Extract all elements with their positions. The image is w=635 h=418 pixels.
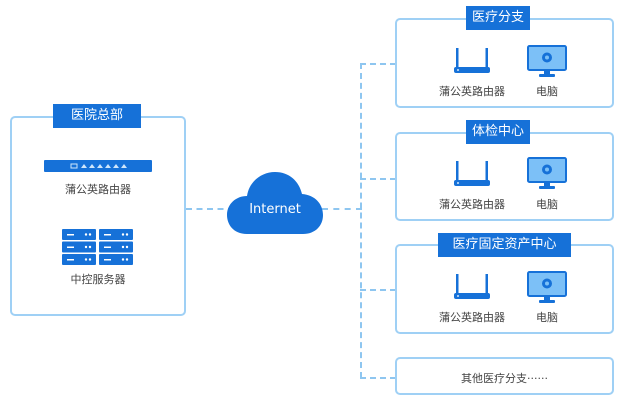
router-label: 蒲公英路由器: [439, 198, 505, 211]
other-branches-label: 其他医疗分支······: [461, 372, 548, 385]
switch-icon: [44, 160, 152, 172]
cloud-icon: [227, 172, 323, 234]
router-label: 蒲公英路由器: [439, 311, 505, 324]
connector-branch-other: [360, 377, 396, 379]
monitor-icon: [527, 271, 567, 303]
connector-branch-1: [360, 63, 396, 65]
branch-title-1: 医疗分支: [466, 6, 530, 30]
headquarters-title: 医院总部: [53, 104, 141, 128]
monitor-label: 电脑: [536, 198, 558, 211]
branch-title-2: 体检中心: [466, 120, 530, 144]
branch-box-2: [395, 132, 614, 221]
router-icon: [454, 161, 490, 186]
internet-label: Internet: [249, 202, 301, 217]
router-icon: [454, 274, 490, 299]
connector-trunk: [360, 63, 362, 378]
connector-internet-trunk: [322, 208, 362, 210]
branch-title-3: 医疗固定资产中心: [438, 233, 571, 257]
server-label: 中控服务器: [70, 273, 126, 286]
connector-branch-3: [360, 289, 396, 291]
router-icon: [454, 48, 490, 73]
server-icon: [62, 229, 133, 265]
router-label: 蒲公英路由器: [439, 85, 505, 98]
monitor-icon: [527, 157, 567, 189]
monitor-icon: [527, 45, 567, 77]
connector-hq-internet: [186, 208, 234, 210]
monitor-label: 电脑: [536, 85, 558, 98]
connector-branch-2: [360, 178, 396, 180]
monitor-label: 电脑: [536, 311, 558, 324]
switch-label: 蒲公英路由器: [65, 183, 131, 196]
branch-box-1: [395, 18, 614, 108]
headquarters-box: [10, 116, 186, 316]
other-branches-box: [395, 357, 614, 395]
